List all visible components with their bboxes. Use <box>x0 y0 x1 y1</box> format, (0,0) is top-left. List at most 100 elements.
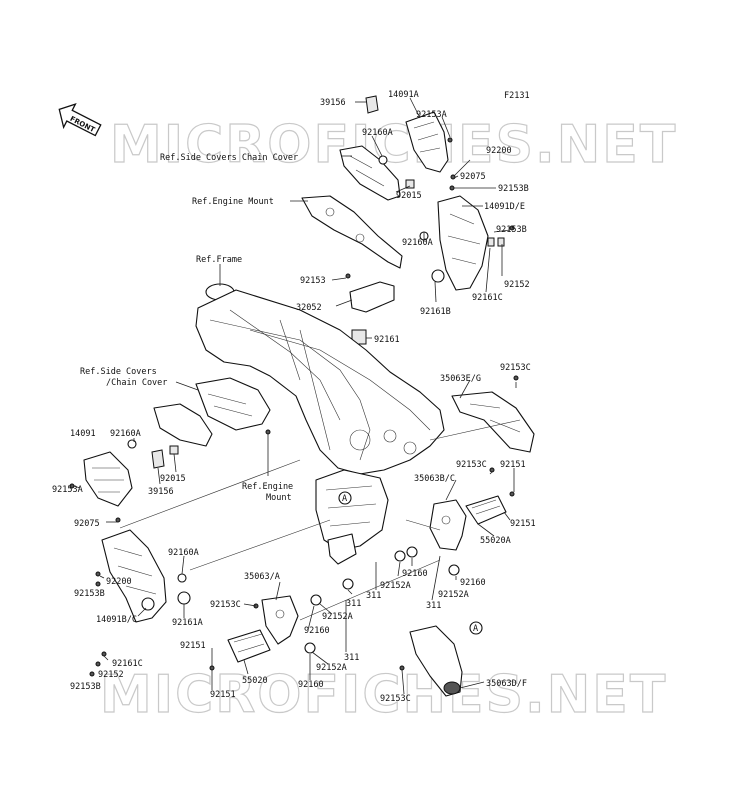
footpeg-bracket-35063A <box>261 595 299 645</box>
label-92160A-mid: 92160A <box>402 238 433 248</box>
label-92015-top: 92015 <box>396 191 422 201</box>
marker-A-frame: A <box>342 494 347 504</box>
heel-guard-14091BC <box>101 529 167 623</box>
heel-guard-14091-left <box>83 451 133 507</box>
label-14091A: 14091A <box>388 90 419 100</box>
label-92153C-mid: 92153C <box>456 460 487 470</box>
heel-guard-14091DE <box>437 195 489 291</box>
label-311-r1: 311 <box>366 591 381 601</box>
part-labels: 39156 14091A 92160A 92153A Ref.Side Cove… <box>52 90 536 704</box>
bolt-92153C-bottom <box>399 665 405 671</box>
footpeg-55020 <box>227 629 271 663</box>
label-92153A-left: 92153A <box>52 485 83 495</box>
bolt-92153B-bottom <box>89 671 95 677</box>
footpeg-bracket-35063DF: A <box>409 621 483 697</box>
label-92160-r2: 92160 <box>460 578 486 588</box>
label-35063EG: 35063E/G <box>440 374 481 384</box>
collar-92152A-low <box>304 642 316 654</box>
label-39156-left: 39156 <box>148 487 174 497</box>
label-92153B-left: 92153B <box>74 589 105 599</box>
watermark-bottom: MICROFICHES.NET <box>100 665 667 725</box>
grommet-39156-top <box>365 95 379 114</box>
label-92153C-right-top: 92153C <box>500 363 531 373</box>
label-92152-left: 92152 <box>98 670 124 680</box>
watermark-top: MICROFICHES.NET <box>110 115 677 175</box>
collar-92161B <box>431 269 445 283</box>
label-92151-left: 92151 <box>180 641 206 651</box>
heel-guard-14091A <box>405 111 449 173</box>
label-92152A-r2: 92152A <box>438 590 469 600</box>
label-92161A: 92161A <box>172 618 203 628</box>
label-ref-side-chain-top: Ref.Side Covers Chain Cover <box>160 153 298 163</box>
label-92075-top: 92075 <box>460 172 486 182</box>
bolt-92200-left <box>95 571 101 577</box>
label-92152A-mid: 92152A <box>322 612 353 622</box>
label-92153-center: 92153 <box>300 276 326 286</box>
bolt-92153B-top2 <box>509 225 515 231</box>
collar-92152-top <box>497 237 505 247</box>
washer-92160-mid <box>310 594 322 606</box>
label-ref-engine-mount-mid-l2: Mount <box>266 493 292 503</box>
figure-code: F2131 <box>504 91 530 101</box>
label-92015-left: 92015 <box>160 474 186 484</box>
label-ref-side-covers-l2: /Chain Cover <box>106 378 167 388</box>
footpeg-bracket-35063BC <box>429 499 467 551</box>
label-55020: 55020 <box>242 676 268 686</box>
bolt-engine-mount-mid <box>265 429 271 435</box>
label-92160A-lower: 92160A <box>168 548 199 558</box>
bolt-92153C-mid <box>489 467 495 473</box>
marker-A-right: A <box>473 624 478 634</box>
collar-92152A-mid <box>342 578 354 590</box>
label-92200-left: 92200 <box>106 577 132 587</box>
label-92160-mid: 92160 <box>304 626 330 636</box>
label-92153C-left: 92153C <box>210 600 241 610</box>
label-311-low: 311 <box>344 653 359 663</box>
collar-92161C-left <box>101 651 107 657</box>
collar-92161A <box>177 591 191 605</box>
side-cover-left <box>195 377 271 431</box>
label-14091-left: 14091 <box>70 429 96 439</box>
front-arrow-icon: FRONT <box>58 102 102 137</box>
footpeg-bracket-35063EG <box>451 391 535 453</box>
label-92160A-top: 92160A <box>362 128 393 138</box>
engine-mount-plate <box>301 195 403 269</box>
chain-cover-top <box>339 145 401 201</box>
label-92152A-low: 92152A <box>316 663 347 673</box>
washer-92160A-top <box>378 155 388 165</box>
label-311-r2: 311 <box>426 601 441 611</box>
label-35063DF: 35063D/F <box>486 679 527 689</box>
washer-92160A-lower <box>177 573 187 583</box>
label-32052: 32052 <box>296 303 322 313</box>
label-92151-right1: 92151 <box>500 460 526 470</box>
collar-92015-left <box>169 445 179 455</box>
washer-92160A-left <box>127 439 137 449</box>
label-ref-frame: Ref.Frame <box>196 255 242 265</box>
washer-92160-r <box>406 546 418 558</box>
bolt-92153B-top <box>449 185 455 191</box>
label-ref-side-covers-l1: Ref.Side Covers <box>80 367 157 377</box>
label-92161C-top: 92161C <box>472 293 503 303</box>
grommet-39156-left <box>151 449 165 469</box>
label-92075-left: 92075 <box>74 519 100 529</box>
label-39156-top: 39156 <box>320 98 346 108</box>
label-92161C-left: 92161C <box>112 659 143 669</box>
label-92152A-r1: 92152A <box>380 581 411 591</box>
collar-92152A-r <box>394 550 406 562</box>
bolt-92075-left <box>115 517 121 523</box>
bolt-92151-left <box>209 665 215 671</box>
label-92153B-top1: 92153B <box>498 184 529 194</box>
label-92153C-bottom: 92153C <box>380 694 411 704</box>
washer-92160-r2 <box>448 564 460 576</box>
label-35063A: 35063/A <box>244 572 280 582</box>
label-ref-engine-mount-top: Ref.Engine Mount <box>192 197 274 207</box>
bolt-92153A-top <box>447 137 453 143</box>
label-92153B-top2: 92153B <box>496 225 527 235</box>
collar-92161C-top <box>487 237 495 247</box>
footpeg-55020A <box>465 495 507 525</box>
bolt-92151-right <box>509 491 515 497</box>
label-92153B-bottom: 92153B <box>70 682 101 692</box>
collar-92152-left <box>95 661 101 667</box>
label-92161: 92161 <box>374 335 400 345</box>
label-55020A: 55020A <box>480 536 511 546</box>
